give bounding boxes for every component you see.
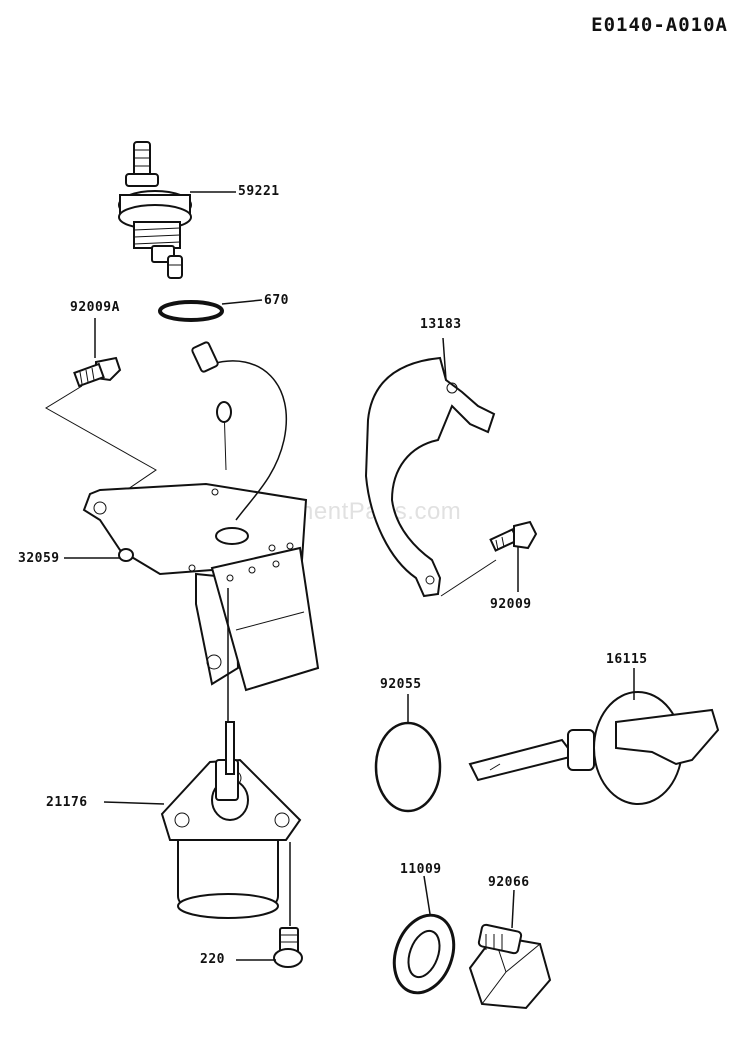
part-ref-59221[interactable]: 59221 <box>238 184 280 199</box>
part-ref-11009[interactable]: 11009 <box>400 862 442 877</box>
part-ref-92009a[interactable]: 92009A <box>70 300 120 315</box>
diagram-code: E0140-A010A <box>591 14 728 36</box>
part-ref-92066[interactable]: 92066 <box>488 875 530 890</box>
control-plate-drawing[interactable] <box>64 341 320 760</box>
part-ref-21176[interactable]: 21176 <box>46 795 88 810</box>
fuel-valve-drawing[interactable] <box>118 141 236 279</box>
drain-plug-drawing[interactable] <box>468 889 552 1010</box>
bolt-92009a-drawing[interactable] <box>45 318 157 501</box>
solenoid-drawing[interactable] <box>103 721 302 919</box>
oring-92055-drawing[interactable] <box>374 694 442 813</box>
part-ref-92009[interactable]: 92009 <box>490 597 532 612</box>
dipstick-cap-drawing[interactable] <box>468 668 720 805</box>
part-ref-92055[interactable]: 92055 <box>380 677 422 692</box>
bracket-drawing[interactable] <box>364 337 497 598</box>
part-ref-220[interactable]: 220 <box>200 952 225 967</box>
part-ref-16115[interactable]: 16115 <box>606 652 648 667</box>
part-ref-13183[interactable]: 13183 <box>420 317 462 332</box>
bolt-92009-drawing[interactable] <box>489 520 538 592</box>
screw-drawing[interactable] <box>236 842 303 968</box>
valve-o-ring-drawing[interactable] <box>158 299 263 322</box>
gasket-drawing[interactable] <box>384 875 464 1001</box>
part-ref-32059[interactable]: 32059 <box>18 551 60 566</box>
part-ref-670[interactable]: 670 <box>264 293 289 308</box>
